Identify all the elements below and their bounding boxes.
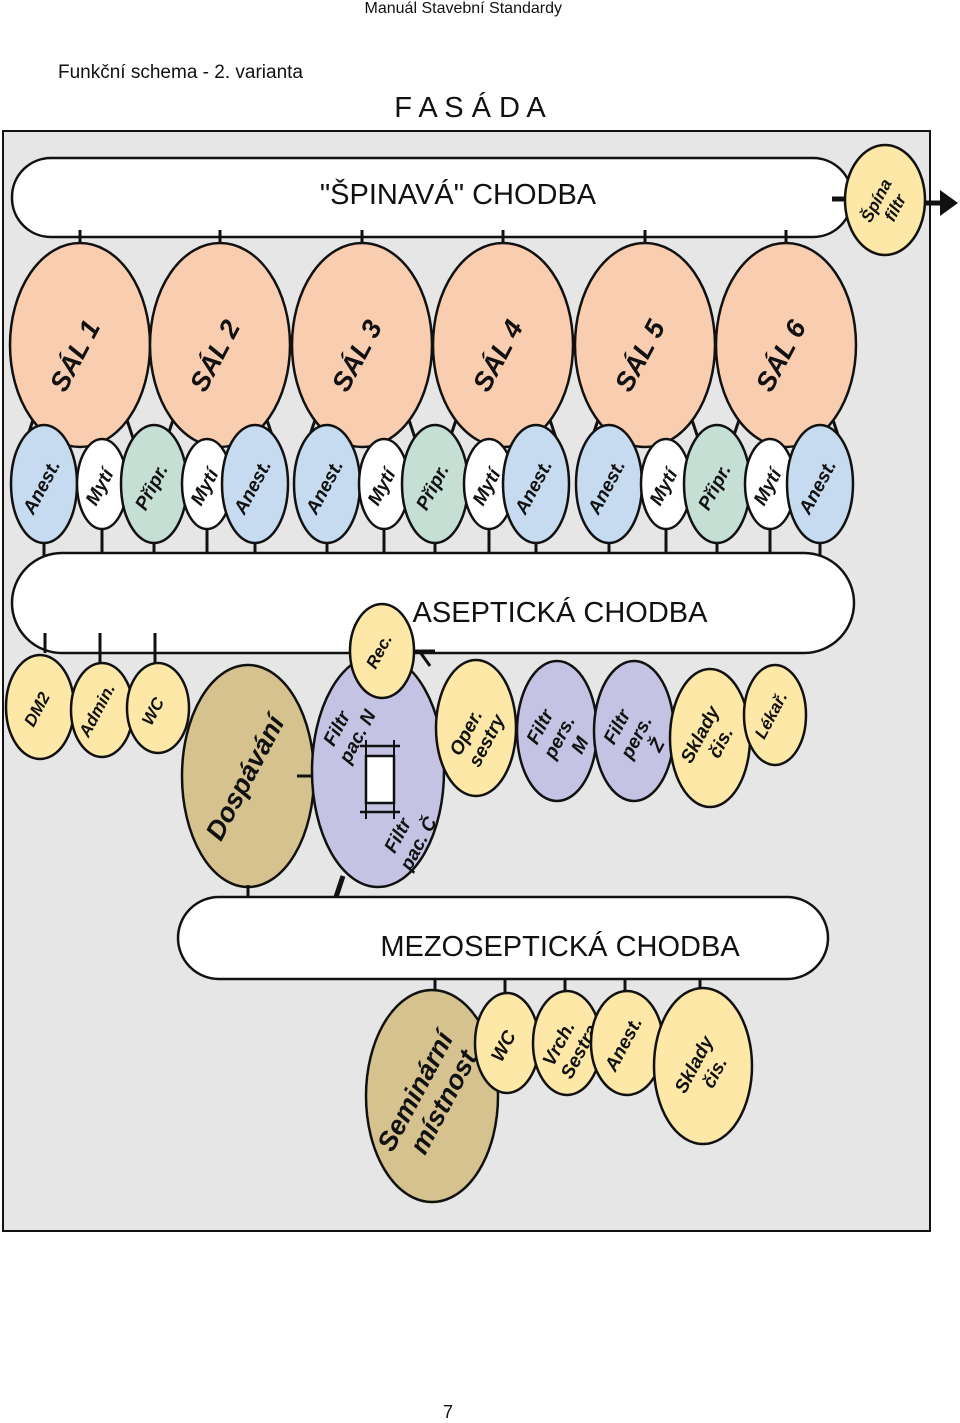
- diagram-subtitle: Funkční schema - 2. varianta: [58, 62, 303, 83]
- operating-room-2: SÁL 2: [148, 230, 292, 449]
- support-room-anest: Anest.: [574, 423, 644, 565]
- room-oper-sestry: Oper. sestry: [434, 658, 518, 798]
- mezoseptic-rooms: Seminární místnost WC Vrch. Sestra Anest…: [364, 979, 754, 1204]
- room-wc: WC: [125, 661, 191, 755]
- room-seminarni: Seminární místnost: [364, 988, 500, 1204]
- room-rec: Rec.: [348, 602, 432, 700]
- dirty-corridor: "ŠPINAVÁ" CHODBA: [10, 156, 854, 239]
- support-room-myti: Mytí: [75, 437, 129, 565]
- support-room-anest: Anest.: [501, 423, 571, 565]
- room-admin: Admin.: [69, 661, 135, 759]
- support-room-anest: Anest.: [9, 423, 79, 565]
- dirty-corridor-label: "ŠPINAVÁ" CHODBA: [320, 177, 597, 211]
- operating-room-3: SÁL 3: [290, 230, 434, 449]
- mezoseptic-corridor-label: MEZOSEPTICKÁ CHODBA: [380, 930, 740, 963]
- aseptic-rooms: DM2 Admin. WC Dospávání Filtr pac. N Fil…: [4, 602, 808, 907]
- room-lekar: Lékař.: [742, 663, 808, 767]
- filter-lock-icon: [360, 740, 400, 819]
- operating-room-1: SÁL 1: [8, 230, 152, 449]
- room-anest-mezo: Anest.: [589, 989, 665, 1097]
- page-number: 7: [443, 1402, 454, 1422]
- support-room-pripr: Připr.: [119, 423, 189, 565]
- room-filtr-pers-m: Filtr pers. M: [515, 659, 599, 803]
- mezoseptic-corridor: MEZOSEPTICKÁ CHODBA: [176, 895, 830, 981]
- support-room-anest: Anest.: [785, 423, 855, 565]
- room-filtr-pers-z: Filtr pers. Ž: [592, 659, 676, 803]
- room-wc-mezo: WC: [473, 991, 541, 1095]
- aseptic-corridor: ASEPTICKÁ CHODBA: [10, 551, 856, 655]
- support-room-myti: Mytí: [180, 437, 234, 565]
- operating-room-6: SÁL 6: [714, 230, 858, 449]
- dirty-filter-room: Špína filtr: [843, 143, 927, 257]
- room-dm2: DM2: [4, 653, 76, 761]
- room-sklady-cis-mezo: Sklady čis.: [652, 986, 754, 1146]
- room-dospavani: Dospávání: [180, 663, 318, 905]
- exit-arrow-icon: [926, 190, 958, 216]
- support-room-pripr: Připr.: [400, 423, 470, 565]
- support-room-anest: Anest.: [292, 423, 362, 565]
- operating-room-4: SÁL 4: [431, 230, 575, 449]
- operating-room-5: SÁL 5: [573, 230, 717, 449]
- support-room-myti: Mytí: [462, 437, 516, 565]
- aseptic-corridor-label: ASEPTICKÁ CHODBA: [413, 596, 709, 629]
- facade-label: F A S Á D A: [394, 91, 546, 124]
- support-room-anest: Anest.: [220, 423, 290, 565]
- document-header: Manuál Stavební Standardy: [364, 0, 562, 17]
- room-sklady-cis: Sklady čis.: [668, 667, 752, 809]
